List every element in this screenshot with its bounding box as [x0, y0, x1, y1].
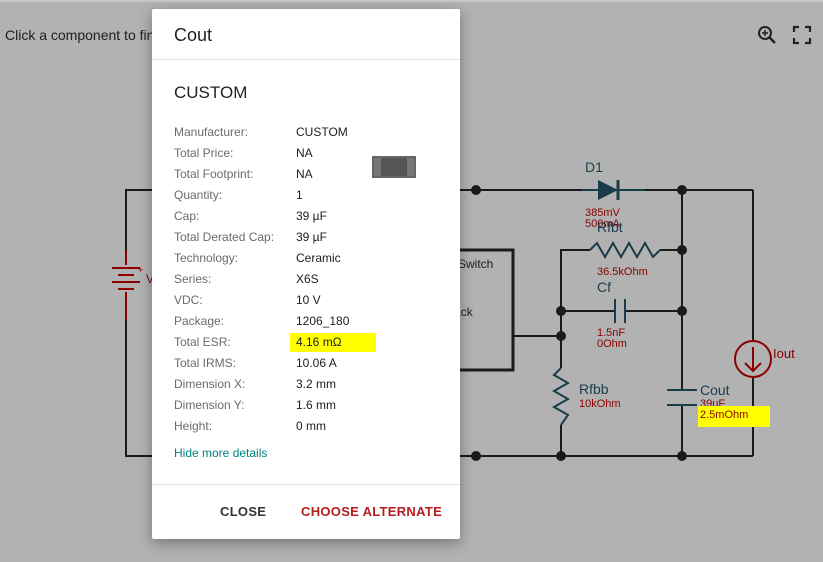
prop-value: 1 [296, 188, 303, 202]
prop-row: Total Footprint: NA [174, 164, 454, 185]
prop-row: Package: 1206_180 [174, 311, 454, 332]
prop-row: VDC: 10 V [174, 290, 454, 311]
prop-key: Dimension X: [174, 377, 246, 391]
property-list: Manufacturer: CUSTOM Total Price: NA Total… [174, 122, 454, 437]
cout-esr-highlight [698, 406, 770, 427]
d1-voltage: 385mV [585, 207, 621, 219]
cf-label: Cf [597, 279, 611, 295]
prop-key: Total Footprint: [174, 167, 254, 181]
prop-key: Total Derated Cap: [174, 230, 275, 244]
prop-key: Dimension Y: [174, 398, 245, 412]
prop-row: Series: X6S [174, 269, 454, 290]
prop-value: 10 V [296, 293, 321, 307]
prop-value: 0 mm [296, 419, 326, 433]
title-divider [152, 59, 460, 60]
hide-details-link[interactable]: Hide more details [174, 446, 268, 460]
rfbb-resistor[interactable] [551, 367, 571, 426]
fullscreen-icon[interactable] [791, 24, 813, 46]
ic-switch-label: Switch [458, 257, 493, 271]
cf-cap: 1.5nF [597, 327, 625, 339]
wires [125, 189, 754, 457]
rfbt-value: 36.5kOhm [597, 266, 648, 278]
d1-current: 500mA [585, 218, 621, 230]
cf-esr: 0Ohm [597, 338, 627, 350]
prop-key: Technology: [174, 251, 239, 265]
prop-row: Total Price: NA [174, 143, 454, 164]
prop-value: 3.2 mm [296, 377, 337, 391]
rfbb-label: Rfbb [579, 381, 609, 397]
prop-value: 1.6 mm [296, 398, 337, 412]
prop-key: VDC: [174, 293, 203, 307]
prop-key: Total Price: [174, 146, 234, 160]
choose-alternate-button[interactable]: CHOOSE ALTERNATE [301, 504, 443, 519]
prop-row: Dimension Y: 1.6 mm [174, 395, 454, 416]
prop-value: CUSTOM [296, 125, 348, 139]
prop-value: 39 µF [296, 209, 327, 223]
cout-esr: 2.5mOhm [700, 409, 748, 421]
rfbt-resistor[interactable] [589, 240, 661, 260]
footer-divider [152, 484, 460, 485]
d1-diode[interactable] [582, 180, 645, 200]
vin-source[interactable] [112, 250, 140, 320]
prop-value: 1206_180 [296, 314, 350, 328]
iout-label: Iout [773, 346, 795, 361]
prop-key: Total ESR: [174, 335, 231, 349]
prop-row: Technology: Ceramic [174, 248, 454, 269]
cout-capacitor[interactable] [667, 389, 697, 406]
esr-highlight [290, 333, 376, 352]
prop-value: NA [296, 146, 313, 160]
svg-text:+: + [138, 265, 143, 275]
prop-key: Total IRMS: [174, 356, 237, 370]
prop-key: Series: [174, 272, 212, 286]
prop-row: Dimension X: 3.2 mm [174, 374, 454, 395]
prop-value: 4.16 mΩ [296, 335, 342, 349]
dialog-title: Cout [174, 25, 213, 45]
rfbt-label: Rfbt [597, 219, 623, 235]
prop-value: X6S [296, 272, 319, 286]
close-button[interactable]: CLOSE [220, 504, 267, 519]
junction-dots [471, 185, 687, 461]
prop-row: Height: 0 mm [174, 416, 454, 437]
prop-value: Ceramic [296, 251, 341, 265]
prop-key: Cap: [174, 209, 200, 223]
iout-current-sink[interactable] [734, 340, 772, 378]
cf-capacitor[interactable] [614, 299, 626, 323]
prop-row: Total ESR: 4.16 mΩ [174, 332, 454, 353]
prop-row: Manufacturer: CUSTOM [174, 122, 454, 143]
part-name: CUSTOM [174, 83, 248, 102]
zoom-in-icon[interactable] [756, 24, 778, 46]
prop-value: 39 µF [296, 230, 327, 244]
cout-label: Cout [700, 382, 730, 398]
prop-value: 10.06 A [296, 356, 337, 370]
top-border [0, 0, 823, 2]
prop-key: Package: [174, 314, 225, 328]
prop-row: Quantity: 1 [174, 185, 454, 206]
prop-row: Total Derated Cap: 39 µF [174, 227, 454, 248]
d1-label: D1 [585, 159, 603, 175]
prop-row: Cap: 39 µF [174, 206, 454, 227]
prop-key: Height: [174, 419, 213, 433]
prop-value: NA [296, 167, 313, 181]
rfbb-value: 10kOhm [579, 398, 621, 410]
prop-row: Total IRMS: 10.06 A [174, 353, 454, 374]
vin-label: V [146, 272, 154, 286]
capacitor-package-icon [372, 156, 416, 178]
component-dialog: Cout CUSTOM Manufacturer: CUSTOM Total Pr… [152, 9, 460, 539]
prop-key: Quantity: [174, 188, 223, 202]
prop-key: Manufacturer: [174, 125, 249, 139]
